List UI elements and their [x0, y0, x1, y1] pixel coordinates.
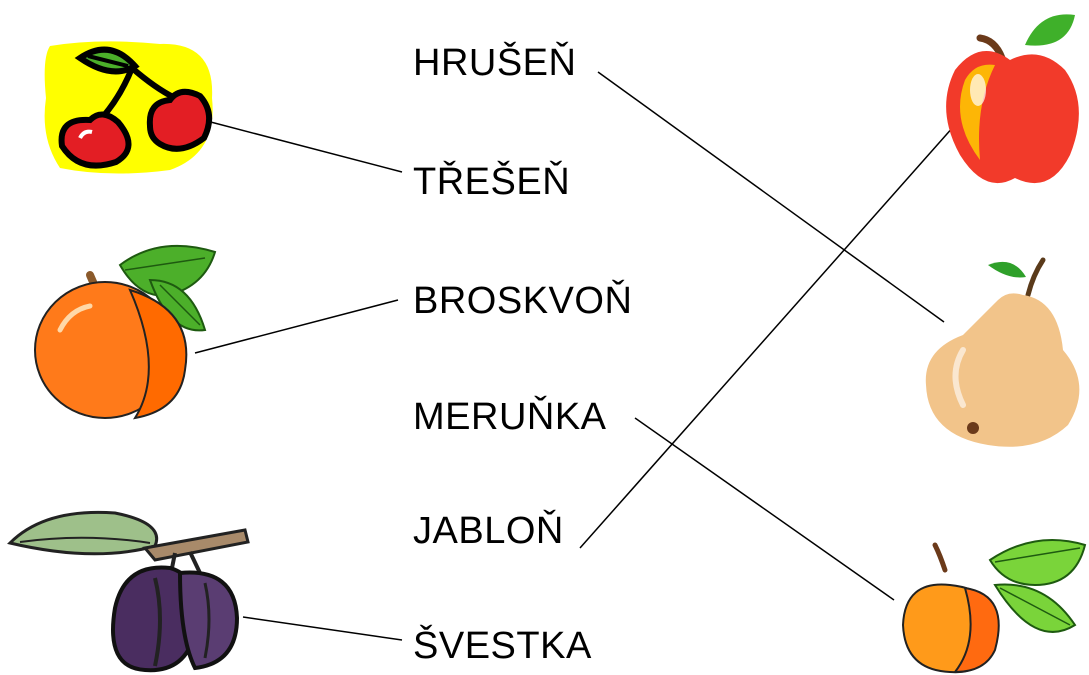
line-peach-to-broskvon	[194, 299, 399, 354]
apple-icon	[946, 14, 1079, 184]
line-hrusen-to-pear	[597, 71, 945, 323]
word-hrusen: HRUŠEŇ	[413, 42, 577, 84]
word-broskvon: BROSKVOŇ	[413, 280, 633, 322]
plum-icon	[7, 510, 250, 673]
word-merunka: MERUŇKA	[413, 396, 607, 438]
word-tresen: TŘEŠEŇ	[413, 161, 571, 203]
line-plum-to-svestka	[242, 616, 403, 641]
line-jablon-to-apple	[579, 125, 955, 549]
peach-icon	[34, 244, 217, 420]
apricot-icon	[901, 539, 1087, 674]
word-jablon: JABLOŇ	[413, 510, 564, 552]
word-svestka: ŠVESTKA	[413, 625, 592, 667]
cherry-icon	[44, 41, 213, 174]
line-merunka-to-apricot	[634, 417, 895, 601]
pear-icon	[925, 257, 1080, 447]
line-cherry-to-tresen	[202, 119, 403, 173]
